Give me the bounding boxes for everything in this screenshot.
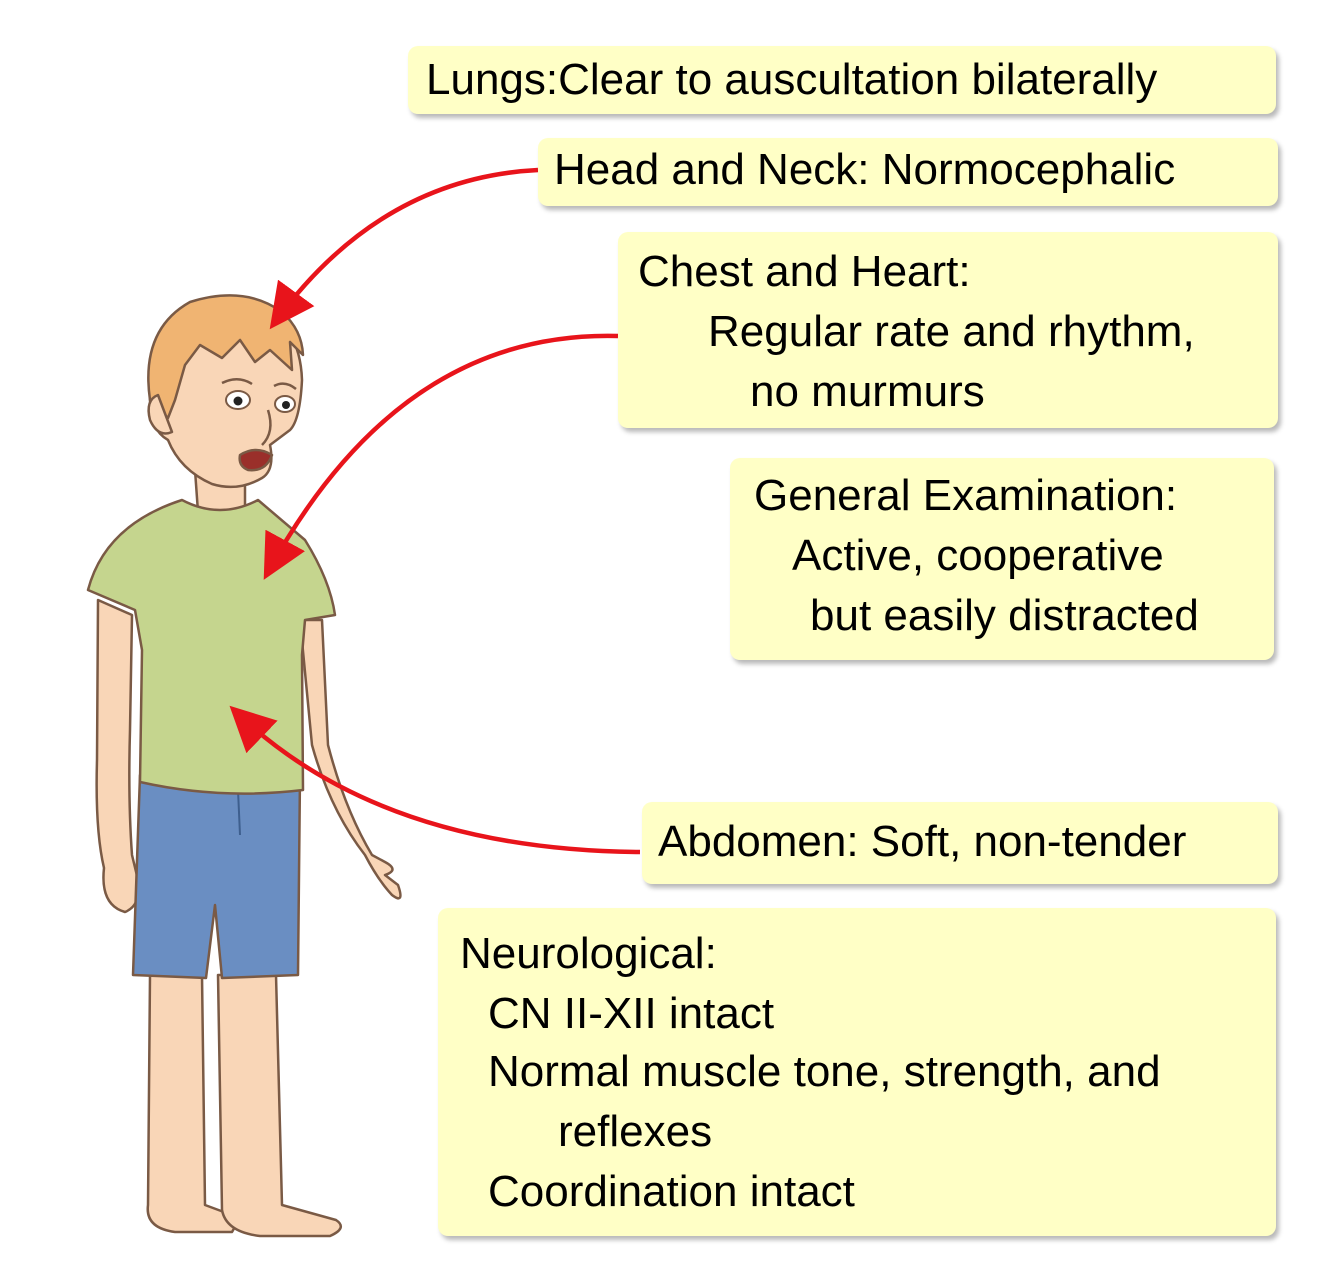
abdomen-arrow xyxy=(229,705,641,855)
chest-heart-heading: Chest and Heart: xyxy=(638,247,971,296)
lungs-text: Lungs:Clear to auscultation bilaterally xyxy=(426,55,1158,104)
nose xyxy=(261,409,272,446)
lungs-box: Lungs:Clear to auscultation bilaterally xyxy=(408,46,1276,114)
neuro-heading: Neurological: xyxy=(460,929,717,978)
abdomen-box: Abdomen: Soft, non-tender xyxy=(642,802,1278,884)
head-neck-box: Head and Neck: Normocephalic xyxy=(538,138,1278,206)
mouth xyxy=(238,448,274,472)
chest-heart-line1: Regular rate and rhythm, xyxy=(708,307,1195,356)
head-neck-text: Head and Neck: Normocephalic xyxy=(554,145,1176,194)
shorts xyxy=(131,773,302,980)
ear xyxy=(147,393,174,435)
left-arm xyxy=(95,598,140,914)
neuro-line1: CN II-XII intact xyxy=(488,989,775,1038)
chest-heart-box: Chest and Heart: Regular rate and rhythm… xyxy=(618,232,1278,428)
head-arrow xyxy=(269,167,539,330)
general-exam-heading: General Examination: xyxy=(754,471,1178,520)
general-exam-line1: Active, cooperative xyxy=(792,531,1164,580)
general-exam-line2: but easily distracted xyxy=(810,591,1199,640)
right-arm xyxy=(298,618,402,900)
neuro-line3: reflexes xyxy=(558,1107,713,1156)
general-exam-box: General Examination: Active, cooperative… xyxy=(730,458,1274,660)
child-figure xyxy=(86,294,402,1238)
abdomen-text: Abdomen: Soft, non-tender xyxy=(658,817,1187,866)
neurological-box: Neurological: CN II-XII intact Normal mu… xyxy=(438,908,1276,1236)
chest-heart-line2: no murmurs xyxy=(750,367,985,416)
neuro-line4: Coordination intact xyxy=(488,1167,855,1216)
neuro-line2: Normal muscle tone, strength, and xyxy=(488,1047,1161,1096)
chest-arrow xyxy=(263,333,619,580)
right-leg xyxy=(216,973,343,1238)
